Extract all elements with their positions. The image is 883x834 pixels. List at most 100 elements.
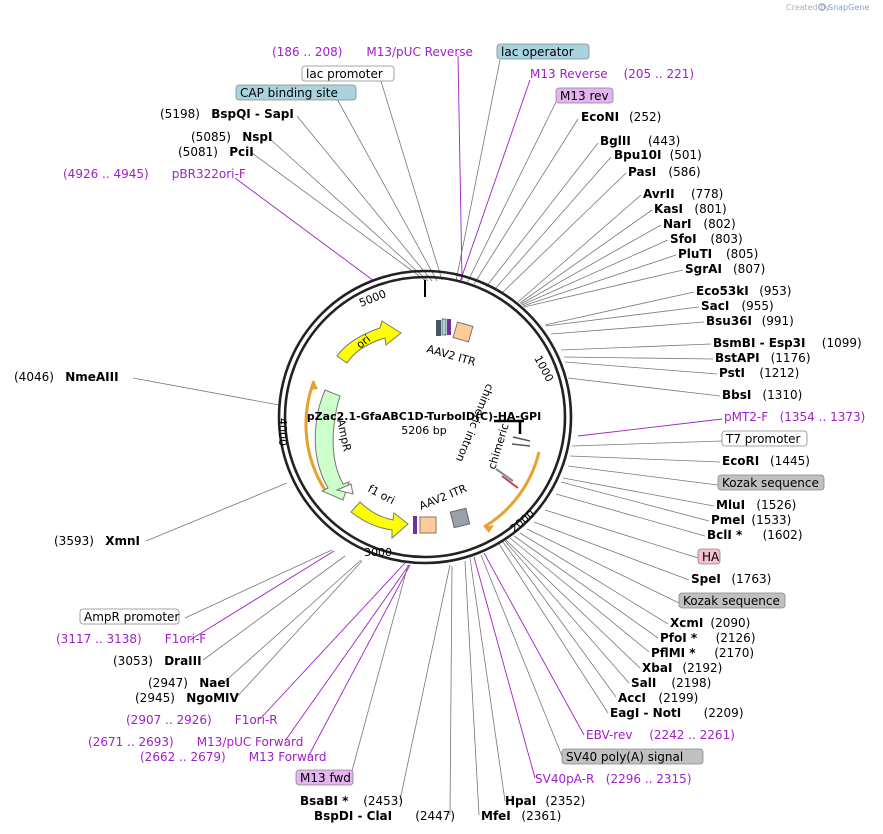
enzyme-label[interactable]: (2126)PfoI * xyxy=(660,631,756,645)
enzyme-position: (953) xyxy=(759,284,791,298)
feature-label[interactable]: T7 promoter xyxy=(721,430,808,447)
enzyme-label[interactable]: (803)SfoI xyxy=(670,232,743,246)
enzyme-label[interactable]: (955)SacI xyxy=(701,299,774,313)
feature-label[interactable]: SV40 poly(A) signal xyxy=(561,748,704,765)
feature-label[interactable]: lac promoter xyxy=(301,65,395,82)
feature-label[interactable]: CAP binding site xyxy=(235,84,357,101)
enzyme-label[interactable]: (2453)BsaBI * xyxy=(300,794,403,808)
enzyme-label[interactable]: (805)PluTI xyxy=(678,247,758,261)
enzyme-label[interactable]: (2199)AccI xyxy=(618,691,698,705)
enzyme-label[interactable]: (802)NarI xyxy=(663,217,736,231)
enzyme-position: (3053) xyxy=(113,654,153,668)
enzyme-label[interactable]: (2209) EagI - NotI xyxy=(610,706,744,720)
feature-label[interactable]: lac operator xyxy=(496,43,590,60)
enzyme-label[interactable]: (3593)XmnI xyxy=(54,534,140,548)
enzyme-label[interactable]: (1212)PstI xyxy=(719,366,799,380)
feature-label[interactable]: M13 fwd xyxy=(295,769,354,786)
feature-label[interactable]: M13 rev xyxy=(555,87,614,104)
aav2-itr-top-box xyxy=(452,321,474,343)
primer-label[interactable]: (205 .. 221)M13 Reverse xyxy=(530,67,694,81)
feature-label[interactable]: AmpR promoter xyxy=(79,608,179,625)
leader-line xyxy=(202,555,346,661)
enzyme-label[interactable]: (252)EcoNI xyxy=(581,110,661,124)
primer-label[interactable]: (1354 .. 1373)pMT2-F xyxy=(724,410,865,424)
enzyme-position: (1310) xyxy=(762,388,802,402)
enzyme-label[interactable]: (1310)BbsI xyxy=(722,388,802,402)
enzyme-label[interactable]: (1602)BclI * xyxy=(707,528,803,542)
enzyme-name: DraIII xyxy=(164,654,201,668)
primer-position: (2296 .. 2315) xyxy=(606,772,692,786)
enzyme-label[interactable]: (2192)XbaI xyxy=(642,661,722,675)
primer-label[interactable]: (2662 .. 2679)M13 Forward xyxy=(140,750,327,764)
primer-name: M13/pUC Forward xyxy=(197,735,304,749)
enzyme-label[interactable]: (501)Bpu10I xyxy=(614,148,702,162)
enzyme-label[interactable]: (5085)NspI xyxy=(191,130,272,144)
enzyme-label[interactable]: (1533)PmeI xyxy=(711,513,791,527)
leader-line xyxy=(459,79,531,283)
feature-box xyxy=(496,43,590,60)
primer-label[interactable]: (4926 .. 4945)pBR322ori-F xyxy=(63,167,246,181)
feature-label[interactable]: Kozak sequence xyxy=(678,592,786,609)
enzyme-label[interactable]: (807)SgrAI xyxy=(685,262,765,276)
enzyme-label[interactable]: (2947)NaeI xyxy=(148,676,230,690)
feature-name: Kozak sequence xyxy=(683,594,780,608)
leader-line xyxy=(234,560,363,700)
lac-operator-mark xyxy=(436,320,441,336)
enzyme-name: BglII xyxy=(600,134,631,148)
enzyme-label[interactable]: (5081)PciI xyxy=(178,145,254,159)
enzyme-label[interactable]: (2352)HpaI xyxy=(505,794,585,808)
primer-label[interactable]: (2907 .. 2926)F1ori-R xyxy=(126,713,278,727)
enzyme-name: EcoNI xyxy=(581,110,619,124)
feature-name: HA xyxy=(702,550,720,564)
enzyme-label[interactable]: (1763)SpeI xyxy=(691,572,771,586)
primer-label[interactable]: (2671 .. 2693)M13/pUC Forward xyxy=(88,735,303,749)
leader-line xyxy=(562,477,715,507)
enzyme-label[interactable]: (2170)PflMI * xyxy=(651,646,754,660)
enzyme-name: NaeI xyxy=(199,676,230,690)
feature-name: M13 fwd xyxy=(300,771,351,785)
enzyme-label[interactable]: (801)KasI xyxy=(654,202,727,216)
enzyme-label[interactable]: (778)AvrII xyxy=(643,187,723,201)
ampr-label: AmpR xyxy=(334,418,354,453)
enzyme-name: SgrAI xyxy=(685,262,722,276)
enzyme-label[interactable]: (3053) DraIII xyxy=(113,654,202,668)
leader-line xyxy=(523,269,684,308)
enzyme-label[interactable]: (586)PasI xyxy=(628,165,701,179)
enzyme-label[interactable]: (1176)BstAPI xyxy=(715,351,811,365)
enzyme-label[interactable]: (1445)EcoRI xyxy=(722,454,810,468)
primer-label[interactable]: (2296 .. 2315)SV40pA-R xyxy=(535,772,692,786)
enzyme-position: (2945) xyxy=(135,691,175,705)
leader-line xyxy=(457,55,463,281)
enzyme-label[interactable]: (2198)SalI xyxy=(631,676,711,690)
leader-line xyxy=(234,177,375,282)
primer-label[interactable]: (3117 .. 3138)F1ori-F xyxy=(56,632,206,646)
aav2-itr-top-label: AAV2 ITR xyxy=(425,342,477,368)
enzyme-label[interactable]: (1099)BsmBI - Esp3I xyxy=(713,336,862,350)
leader-line xyxy=(544,509,699,559)
enzyme-label[interactable]: (2361)MfeI xyxy=(481,809,561,823)
enzyme-label[interactable]: (2447)BspDI - ClaI xyxy=(314,809,455,823)
enzyme-label[interactable]: (953)Eco53kI xyxy=(696,284,791,298)
primer-label[interactable]: (186 .. 208)M13/pUC Reverse xyxy=(272,45,473,59)
enzyme-label[interactable]: (1526)MluI xyxy=(716,498,796,512)
enzyme-name: EagI - NotI xyxy=(610,706,681,720)
enzyme-position: (2209) xyxy=(704,706,744,720)
feature-name: CAP binding site xyxy=(240,86,338,100)
leader-line xyxy=(519,532,669,625)
feature-label[interactable]: Kozak sequence xyxy=(717,474,825,491)
enzyme-label[interactable]: (991)Bsu36I xyxy=(706,314,794,328)
aav2-itr-bottom-box xyxy=(419,516,437,534)
leader-line xyxy=(567,465,719,486)
primer-label[interactable]: (2242 .. 2261)EBV-rev xyxy=(586,728,735,742)
feature-box xyxy=(717,474,825,491)
leader-line xyxy=(550,321,705,335)
enzyme-label[interactable]: (443)BglII xyxy=(600,134,680,148)
enzyme-label[interactable]: (2090)XcmI xyxy=(670,616,750,630)
enzyme-label[interactable]: (2945)NgoMIV xyxy=(135,691,239,705)
feature-label[interactable]: HA xyxy=(697,548,721,565)
enzyme-label[interactable]: (4046)NmeAIII xyxy=(14,370,119,384)
enzyme-position: (2192) xyxy=(682,661,722,675)
enzyme-label[interactable]: (5198)BspQI - SapI xyxy=(160,107,294,121)
enzyme-position: (2090) xyxy=(710,616,750,630)
promoter-arc xyxy=(304,380,327,491)
